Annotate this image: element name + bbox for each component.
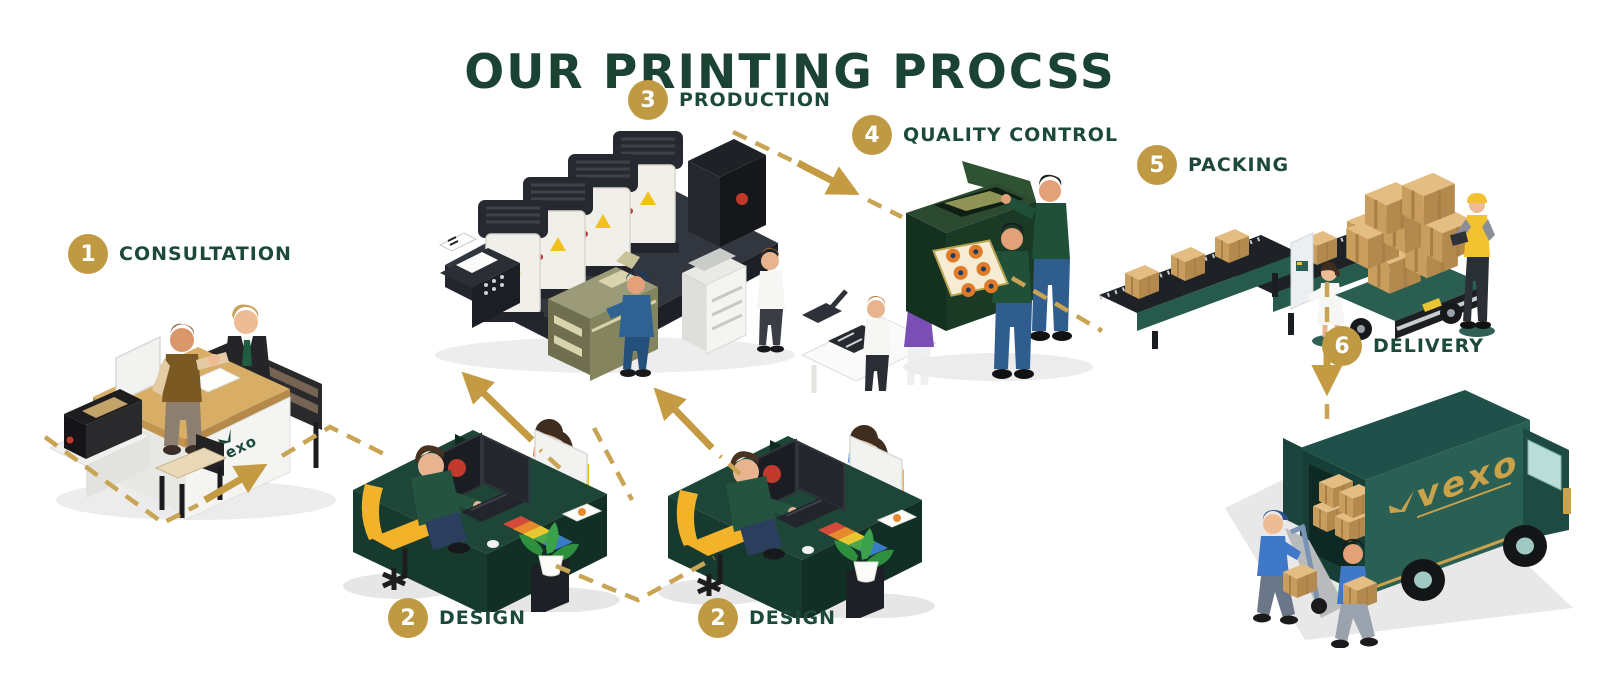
- step-4-badge: 4: [852, 115, 892, 155]
- delivery-illustration: vexo: [1225, 390, 1573, 648]
- consultation-illustration: vexo: [48, 304, 336, 521]
- step-2a-badge: 2: [388, 598, 428, 638]
- step-4-label: QUALITY CONTROL: [903, 124, 1119, 146]
- mover-with-dolly: [1253, 510, 1327, 625]
- step-3-label: PRODUCTION: [679, 89, 831, 111]
- step-5-label: PACKING: [1188, 154, 1290, 176]
- step-label-quality-control: 4 QUALITY CONTROL: [852, 115, 1118, 155]
- copier: [682, 248, 747, 355]
- design-illustration-1: [335, 372, 625, 612]
- customer-person: [152, 323, 229, 455]
- press-console: [438, 232, 520, 328]
- step-2a-label: DESIGN: [439, 607, 527, 629]
- production-illustration: [435, 129, 938, 393]
- step-6-label: DELIVERY: [1373, 335, 1484, 357]
- step-5-badge: 5: [1137, 145, 1177, 185]
- step-1-badge: 1: [68, 234, 108, 274]
- warehouse-supervisor: [1449, 193, 1495, 337]
- press-operator: [606, 270, 654, 377]
- pallet-cart: [1335, 173, 1487, 340]
- step-label-consultation: 1 CONSULTATION: [68, 234, 292, 274]
- step-label-design-2: 2 DESIGN: [698, 598, 836, 638]
- table-worker: [863, 295, 891, 391]
- step-label-delivery: 6 DELIVERY: [1322, 326, 1484, 366]
- packing-illustration: [1099, 173, 1495, 349]
- quality-control-illustration: [903, 161, 1093, 381]
- step-label-packing: 5 PACKING: [1137, 145, 1289, 185]
- step-1-label: CONSULTATION: [119, 243, 292, 265]
- page-title: OUR PRINTING PROCSS: [464, 45, 1116, 101]
- step-label-design-1: 2 DESIGN: [388, 598, 526, 638]
- step-3-badge: 3: [628, 80, 668, 120]
- step-6-badge: 6: [1322, 326, 1362, 366]
- worker-white-shirt: [757, 247, 785, 353]
- step-2b-label: DESIGN: [749, 607, 837, 629]
- conveyor-lower: [1099, 228, 1299, 349]
- contract-paper: [186, 367, 242, 393]
- delivery-truck: vexo: [1283, 390, 1571, 618]
- step-label-production: 3 PRODUCTION: [628, 80, 831, 120]
- design-illustration-2: [650, 378, 940, 618]
- handshake: [208, 354, 220, 366]
- print-proof-sheet: [932, 239, 1010, 298]
- step-2b-badge: 2: [698, 598, 738, 638]
- mover-carrying-box: [1331, 538, 1378, 648]
